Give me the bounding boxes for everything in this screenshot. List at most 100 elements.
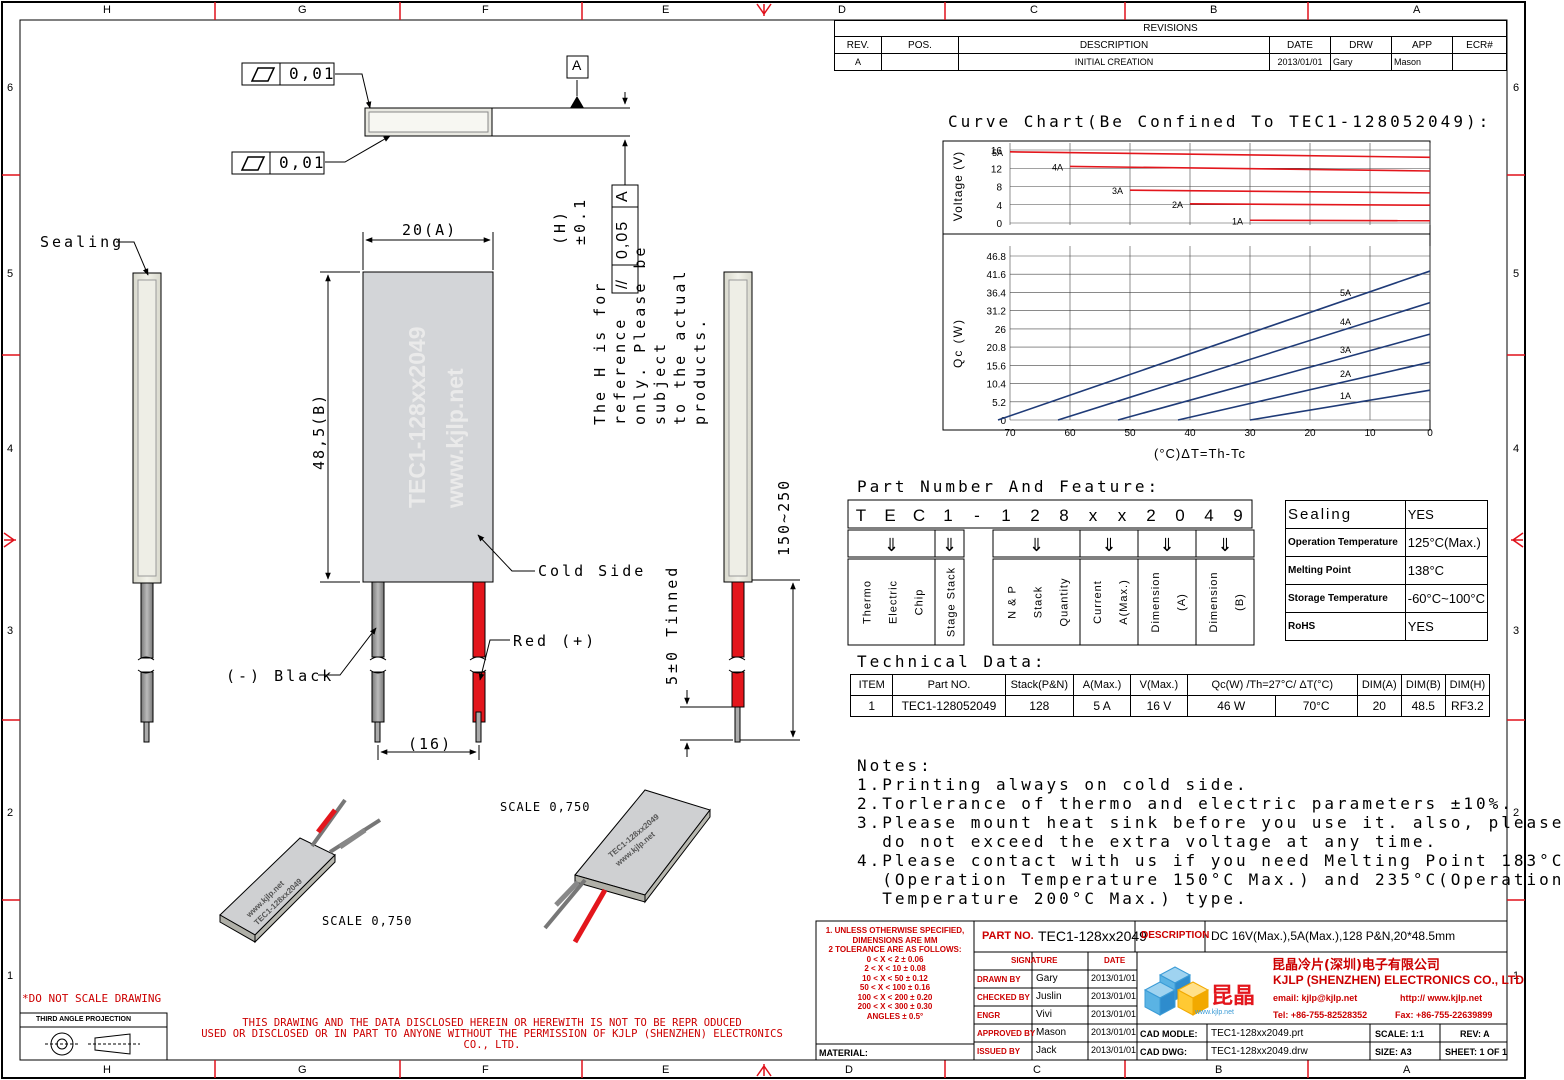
approval-role: APPROVED BY: [977, 1029, 1036, 1038]
tolerance-line: 100 < X < 200 ± 0.20: [857, 992, 933, 1002]
disclaimer-line: USED OR DISCLOSED OR IN PART TO ANYONE W…: [201, 1028, 783, 1040]
approval-date: 2013/01/01: [1091, 1009, 1137, 1019]
tech-cell: TEC1-128052049: [892, 695, 1006, 717]
disclaimer-line: THIS DRAWING AND THE DATA DISCLOSED HERE…: [242, 1017, 742, 1029]
company-web: http:// www.kjlp.net: [1400, 993, 1483, 1003]
tolerance-line: 2 < X < 10 ± 0.08: [864, 964, 926, 973]
company-tel: Tel: +86-755-82528352: [1273, 1010, 1368, 1020]
logo-url: www.kjlp.net: [1195, 1009, 1234, 1016]
y-tick-label: 20.8: [987, 343, 1007, 354]
y-tick-label: 10.4: [987, 380, 1007, 391]
feature-value: -60°C~100°C: [1404, 584, 1489, 613]
row-number: 2: [1513, 807, 1520, 819]
disclaimer-line: CO., LTD.: [463, 1039, 521, 1051]
series-label: 5A: [1340, 288, 1351, 298]
x-axis-label: (°C)ΔT=Th-Tc: [1154, 446, 1246, 461]
approval-role: ENGR: [977, 1011, 1001, 1020]
scale-label: SCALE 0,750: [322, 914, 413, 928]
down-arrow-icon: ⇓: [884, 535, 899, 555]
y-tick-label: 41.6: [987, 270, 1007, 281]
tech-cell: 48.5: [1400, 695, 1446, 717]
approval-name: Jack: [1036, 1045, 1057, 1056]
qc-line: [1249, 389, 1431, 421]
part-group-label-box: [1195, 558, 1255, 646]
red-lead-label: Red (+): [513, 632, 598, 650]
row-number: 6: [1513, 82, 1520, 94]
feature-value: 125°C(Max.): [1404, 528, 1489, 557]
sealing-label: Sealing: [40, 233, 125, 251]
projection-symbol: [45, 1032, 140, 1056]
note-line: 3.Please mount heat sink before you use …: [857, 813, 1564, 832]
series-label: 3A: [1340, 345, 1351, 355]
x-tick-label: 10: [1364, 428, 1376, 439]
edge-view: [364, 55, 630, 185]
y-tick-label: 46.8: [987, 252, 1007, 263]
isometric-view-2: [543, 789, 711, 944]
col-letter: E: [662, 1064, 670, 1076]
down-arrow-icon: ⇓: [1029, 535, 1044, 555]
size-value: SIZE: A3: [1375, 1047, 1412, 1057]
part-number-char: 1: [1001, 506, 1010, 525]
part-group-label: Thermo: [862, 580, 874, 624]
tech-header: DIM(H): [1444, 674, 1491, 696]
y-tick-label: 0: [996, 219, 1002, 230]
tech-header: A(Max.): [1073, 674, 1131, 696]
cold-side-label: Cold Side: [538, 562, 647, 580]
approval-role: ISSUED BY: [977, 1047, 1021, 1056]
qc-line: [1177, 361, 1431, 421]
tech-cell: 1: [849, 695, 894, 717]
notes: Notes: 1.Printing always on cold side. 2…: [857, 756, 1564, 908]
part-group-label: N & P: [1007, 585, 1019, 619]
col-letter: G: [298, 1064, 307, 1076]
col-letter: D: [838, 4, 846, 16]
company-name-en: KJLP (SHENZHEN) ELECTRONICS CO., LTD: [1273, 973, 1524, 987]
feature-value: 138°C: [1404, 556, 1489, 585]
flatness-value-bottom: 0,01: [279, 153, 326, 172]
y-tick-label: 36.4: [987, 288, 1007, 299]
chart-title: Curve Chart(Be Confined To TEC1-12805204…: [948, 112, 1492, 131]
approval-role: CHECKED BY: [977, 993, 1030, 1002]
qc-line: [997, 270, 1431, 421]
approval-date: 2013/01/01: [1091, 991, 1137, 1001]
voltage-line: [1129, 189, 1431, 194]
row-number: 4: [1513, 443, 1520, 455]
voltage-line: [1189, 203, 1431, 207]
part-number-char: T: [856, 506, 866, 525]
part-number-char: 8: [1059, 506, 1068, 525]
y-tick-label: 5.2: [992, 398, 1006, 409]
note-line: 4.Please contact with us if you need Mel…: [857, 851, 1564, 870]
tech-cell: RF3.2: [1444, 695, 1491, 717]
part-group-label: Chip: [914, 589, 926, 616]
series-label: 2A: [1172, 200, 1183, 210]
col-letter: H: [103, 4, 111, 16]
y-tick-label: 31.2: [987, 307, 1007, 318]
flatness-value-top: 0,01: [289, 64, 336, 83]
tech-cell: 16 V: [1129, 695, 1188, 717]
feature-value: YES: [1404, 612, 1489, 641]
cad-model-value: TEC1-128xx2049.prt: [1211, 1028, 1304, 1039]
tolerance-line: 0 < X < 2 ± 0.06: [866, 954, 924, 964]
note-line: (Operation Temperature 150°C Max.) and 2…: [857, 870, 1564, 889]
approval-date: 2013/01/01: [1091, 1045, 1137, 1055]
row-number: 5: [1513, 268, 1520, 280]
down-arrow-icon: ⇓: [1217, 535, 1232, 555]
note-line: do not exceed the extra voltage at any t…: [857, 832, 1439, 851]
x-tick-label: 20: [1304, 428, 1316, 439]
row-number: 5: [7, 268, 14, 280]
part-number-char: E: [884, 506, 895, 525]
row-number: 3: [1513, 625, 1520, 637]
right-side-view: [723, 271, 753, 743]
projection-label: THIRD ANGLE PROJECTION: [36, 1016, 132, 1023]
col-letter: B: [1210, 4, 1218, 16]
x-tick-label: 0: [1427, 428, 1433, 439]
technical-table: ITEM Part NO. Stack(P&N) A(Max.) V(Max.)…: [849, 674, 1491, 717]
part-group-label: Current: [1092, 580, 1104, 624]
part-number-char: 4: [1204, 506, 1213, 525]
part-group-label: Quantity: [1059, 578, 1071, 627]
note-line: Temperature 200°C Max.) type.: [857, 889, 1249, 908]
series-label: 4A: [1340, 317, 1351, 327]
part-group-label-box: [934, 558, 965, 646]
down-arrow-icon: ⇓: [942, 535, 957, 555]
